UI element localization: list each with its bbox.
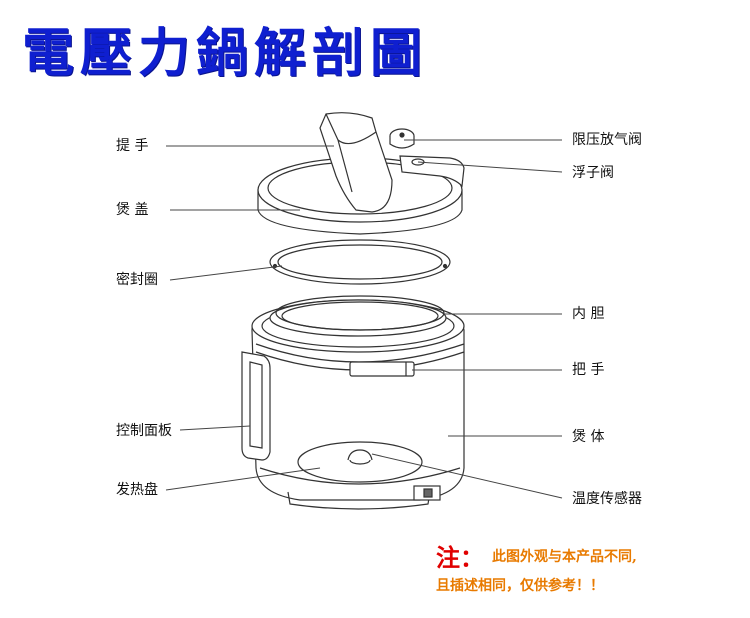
label-body: 煲 体 [572,429,605,445]
side-handle-shape [349,361,415,377]
cooker-lid [257,112,465,235]
note-line-1: 此图外观与本产品不同, [492,548,637,565]
heating-plate [297,441,423,483]
label-heating-plate: 发热盘 [116,482,158,498]
label-side-handle: 把 手 [572,362,605,378]
label-float-valve: 浮子阀 [572,165,614,181]
diagram-title: 電壓力鍋解剖圖 [22,23,429,84]
label-control-panel: 控制面板 [116,423,172,439]
label-seal-ring: 密封圈 [116,272,158,288]
label-handle-top: 提 手 [116,138,149,154]
note-line-2: 且插述相同，仅供参考！！ [436,578,604,594]
label-inner-pot: 内 胆 [572,306,605,322]
temp-sensor-plug [413,485,441,501]
note-head: 注： [436,543,484,572]
disclaimer-note: 注： 此图外观与本产品不同, 且插述相同，仅供参考！！ [436,538,736,595]
label-pressure-valve: 限压放气阀 [572,132,642,148]
seal-ring [269,239,451,285]
label-temp-sensor: 温度传感器 [572,491,642,507]
control-panel [241,351,271,461]
label-lid: 煲 盖 [116,202,149,218]
